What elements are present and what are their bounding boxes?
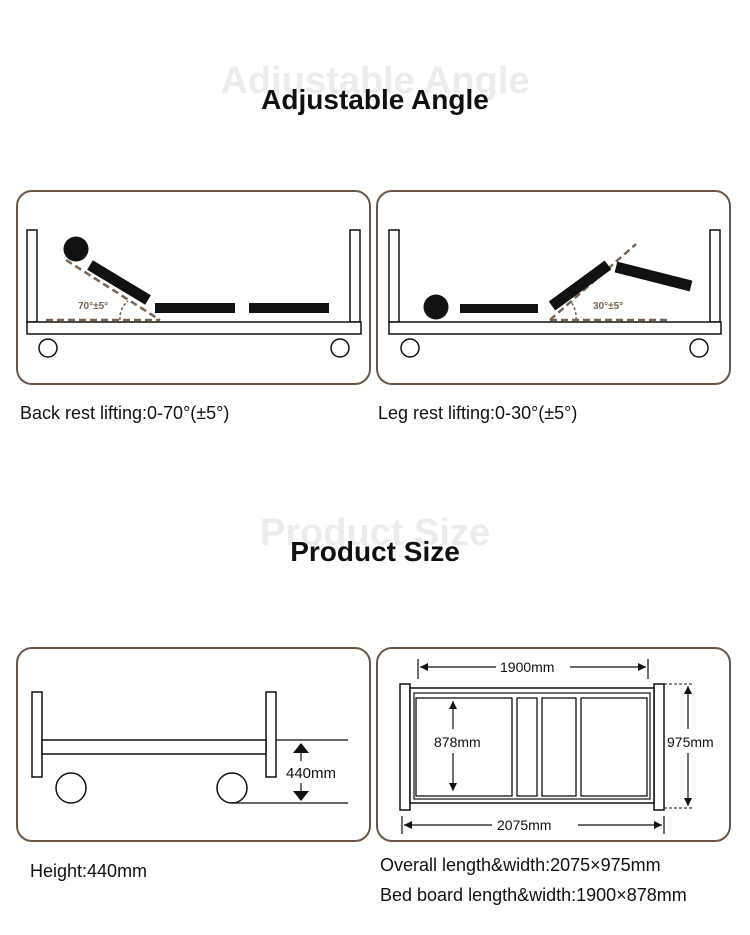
foot-board (653, 683, 665, 811)
adjustable-angle-title: Adjustable Angle (261, 84, 489, 115)
head-board (31, 691, 43, 778)
arrow-right-icon (638, 663, 646, 671)
head-board (26, 229, 38, 323)
backrest-board (87, 260, 151, 305)
head-board (388, 229, 400, 323)
back-rest-panel: 70°±5° (16, 190, 371, 385)
leg-board (249, 303, 329, 313)
height-panel: 440mm (16, 647, 371, 842)
board-width-label: 878mm (434, 734, 481, 750)
backrest-angle-dashed (65, 258, 161, 322)
leg-section (580, 697, 648, 797)
arrow-right-icon (654, 821, 662, 829)
arrow-up-icon (449, 701, 457, 709)
seat-board (155, 303, 235, 313)
top-view-panel: 1900mm 878mm 975mm 2075mm (376, 647, 731, 842)
head-figure (63, 236, 89, 262)
foot-board (709, 229, 721, 323)
wheel-right (216, 772, 248, 804)
wheel-left (55, 772, 87, 804)
wheel-right (689, 338, 709, 358)
bed-frame (26, 321, 362, 335)
product-size-title: Product Size (290, 536, 460, 567)
board-length-label: 1900mm (500, 659, 554, 675)
angle-arc (570, 301, 577, 321)
leg-angle-label: 30°±5° (593, 301, 623, 312)
wheel-left (400, 338, 420, 358)
head-board (399, 683, 411, 811)
leg-rest-diagram: 30°±5° (388, 229, 722, 358)
back-angle-label: 70°±5° (78, 301, 108, 312)
head-figure (423, 294, 449, 320)
board-size-caption: Bed board length&width:1900×878mm (380, 885, 687, 905)
overall-size-caption: Overall length&width:2075×975mm (380, 855, 661, 875)
back-board (460, 304, 538, 313)
calf-board (614, 261, 693, 292)
overall-length-label: 2075mm (497, 817, 551, 833)
bed-frame-inner (413, 692, 651, 800)
wheel-left (38, 338, 58, 358)
adjustable-angle-ghost-title: Adjustable Angle (220, 60, 530, 102)
top-view-diagram: 1900mm 878mm 975mm 2075mm (399, 659, 714, 834)
arrow-up-icon (684, 686, 692, 694)
height-diagram: 440mm (31, 691, 348, 804)
arrow-down-icon (293, 791, 309, 801)
arrow-left-icon (404, 821, 412, 829)
seat-section (516, 697, 538, 797)
thigh-section (541, 697, 577, 797)
leg-rest-panel: 30°±5° (376, 190, 731, 385)
arrow-left-icon (420, 663, 428, 671)
back-section (415, 697, 513, 797)
bed-frame (388, 321, 722, 335)
arrow-up-icon (293, 743, 309, 753)
arrow-down-icon (449, 783, 457, 791)
foot-board (265, 691, 277, 778)
wheel-right (330, 338, 350, 358)
arrow-down-icon (684, 798, 692, 806)
back-rest-diagram: 70°±5° (26, 229, 362, 358)
angle-arc (119, 300, 129, 321)
height-dimension-label: 440mm (286, 765, 336, 782)
leg-rest-caption: Leg rest lifting:0-30°(±5°) (378, 403, 578, 423)
height-caption: Height:440mm (30, 861, 148, 881)
thigh-board (548, 260, 612, 311)
back-rest-caption: Back rest lifting:0-70°(±5°) (20, 403, 230, 423)
bed-frame (41, 739, 267, 755)
product-size-ghost-title: Product Size (259, 512, 491, 554)
foot-board (349, 229, 361, 323)
overall-width-label: 975mm (667, 734, 714, 750)
